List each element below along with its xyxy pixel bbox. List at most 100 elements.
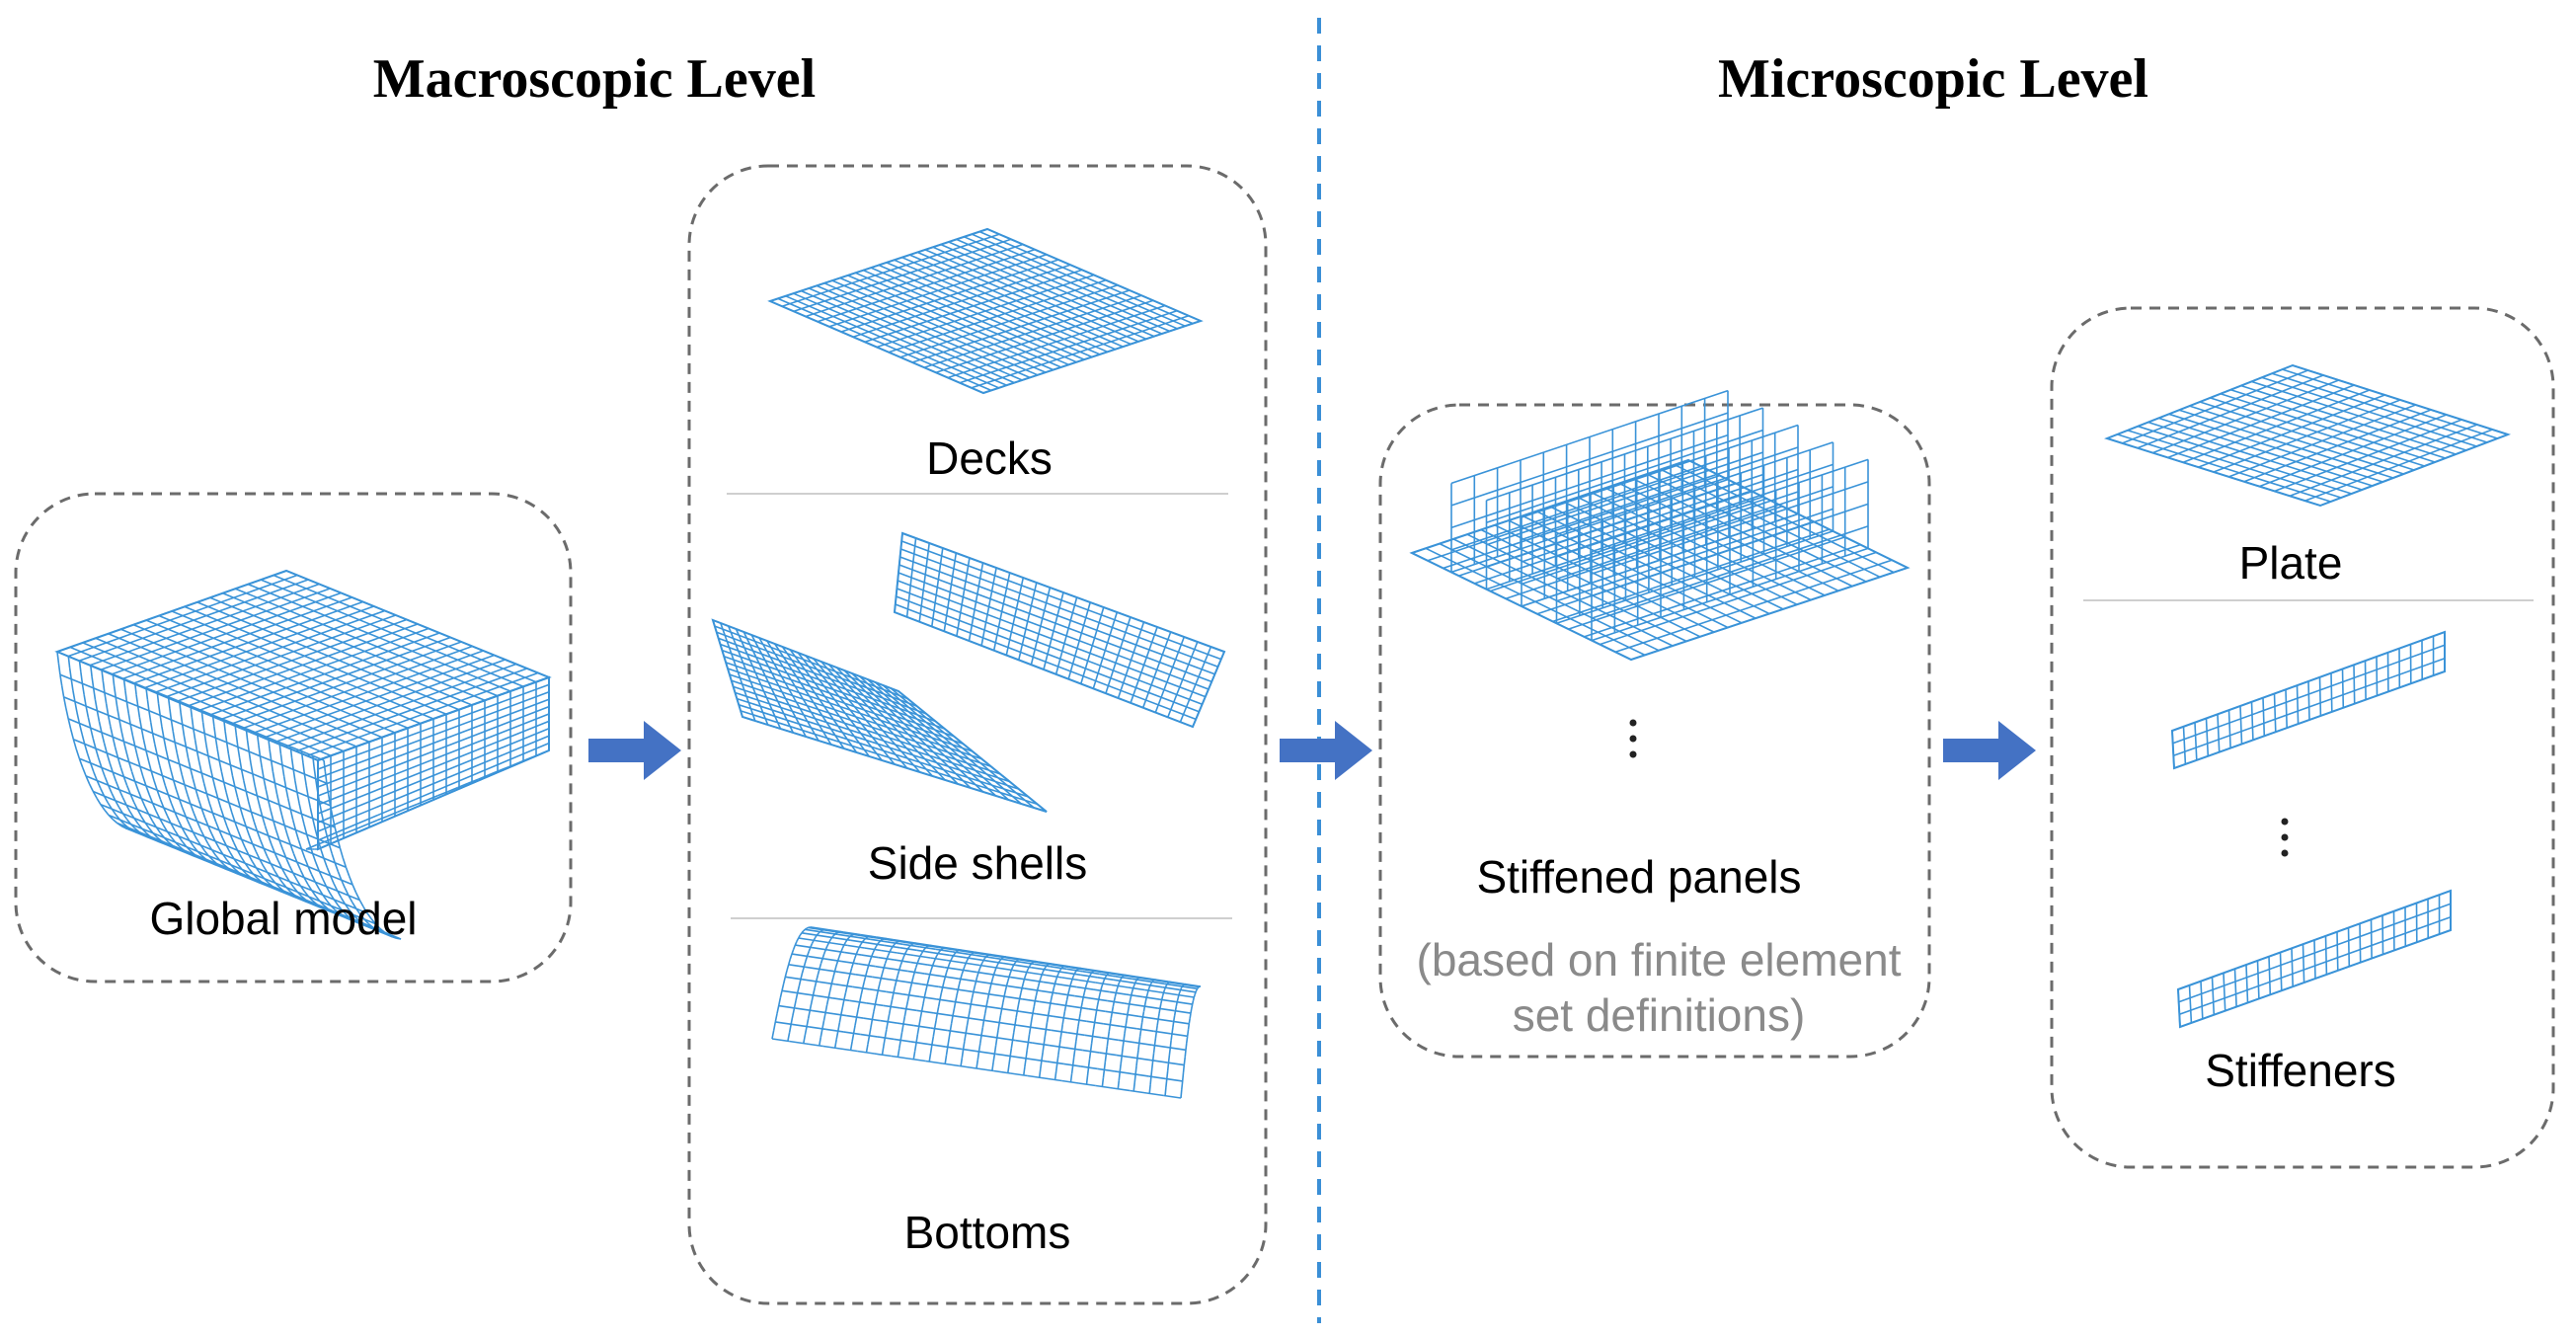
mesh-line [225,845,231,853]
mesh-line [1052,987,1055,993]
mesh-line [940,986,944,994]
mesh-line [1450,433,1729,529]
mesh-line [905,1001,909,1009]
mesh-line [864,269,1083,344]
mesh-line [195,789,199,800]
mesh-line [792,944,797,950]
mesh-line [873,936,891,941]
mesh-line [2211,977,2216,1015]
mesh-line [716,631,918,708]
mesh-line [291,819,297,830]
mesh-line [733,685,1001,775]
mesh-line [818,934,835,939]
mesh-line [999,1008,1003,1016]
mesh-line [323,822,336,828]
mesh-line [968,953,985,958]
mesh-line [1111,983,1129,988]
mesh-line [146,699,150,711]
mesh-line [907,988,911,995]
mesh-line [121,596,352,680]
mesh-line [1584,543,1861,638]
mesh-line [174,812,180,821]
mesh-line [2296,685,2300,725]
mesh-line [118,788,131,795]
mesh-line [145,749,158,756]
mesh-line [223,719,226,732]
stiffener-mesh-bottom [2176,889,2452,1029]
mesh-line [145,785,158,792]
mesh-line [995,1053,1014,1058]
mesh-line [118,719,131,726]
mesh-line [896,975,899,982]
mesh-line [771,1030,775,1040]
mesh-line [280,891,293,898]
mesh-line [366,820,378,826]
mesh-line [1005,956,1023,961]
mesh-line [927,964,945,969]
mesh-line [300,898,313,904]
mesh-line [118,789,124,799]
mesh-line [334,862,340,872]
mesh-line [1505,505,1783,600]
mesh-line [928,1053,932,1062]
mesh-line [280,868,287,876]
mesh-line [2285,689,2288,729]
mesh-line [1122,1013,1139,1018]
mesh-line [97,709,109,717]
mesh-line [976,1060,979,1069]
mesh-line [1045,1022,1049,1030]
mesh-line [186,816,197,823]
mesh-line [791,953,809,958]
mesh-line [1065,994,1069,1000]
mesh-line [808,955,825,960]
mesh-line [1103,971,1121,976]
mesh-line [1486,407,1763,502]
mesh-line [119,766,125,777]
plate-mesh [2104,363,2512,508]
mesh-line [809,1026,827,1031]
mesh-line [296,792,300,804]
mesh-line [1033,1000,1037,1007]
stiffened-panel-mesh [1409,389,1911,662]
mesh-line [809,1002,813,1011]
mesh-line [1111,1006,1115,1013]
mesh-line [1486,496,1763,590]
mesh-line [278,839,283,850]
mesh-line [281,867,294,874]
mesh-line [722,649,946,730]
mesh-line [145,686,158,694]
mesh-line [935,1013,939,1022]
mesh-line [1090,997,1108,1002]
mesh-line [867,942,885,947]
mesh-line [1556,508,1834,602]
mesh-line [905,941,923,946]
mesh-line [1486,429,1763,523]
mesh-line [1099,973,1117,978]
mesh-line [897,588,1203,705]
mesh-line [819,1037,822,1047]
mesh-line [130,823,143,829]
mesh-line [355,827,367,834]
mesh-line [256,733,260,746]
mesh-line [959,1064,977,1069]
mesh-line [101,668,114,675]
mesh-line [993,974,1011,979]
mesh-line [141,827,154,834]
mesh-line [1071,1005,1090,1010]
mesh-line [234,724,238,736]
mesh-line [337,890,350,897]
mesh-line [67,718,72,730]
mesh-line [827,928,844,933]
mesh-line [798,979,802,986]
mesh-line [100,804,113,811]
mesh-line [281,764,285,777]
mesh-line [841,999,845,1008]
mesh-line [313,766,317,779]
mesh-line [78,758,84,768]
mesh-line [891,992,895,1000]
mesh-line [140,798,146,808]
mesh-line [1025,1050,1028,1059]
mesh-line [169,708,173,721]
mesh-line [1124,1002,1141,1007]
mesh-line [891,968,908,973]
